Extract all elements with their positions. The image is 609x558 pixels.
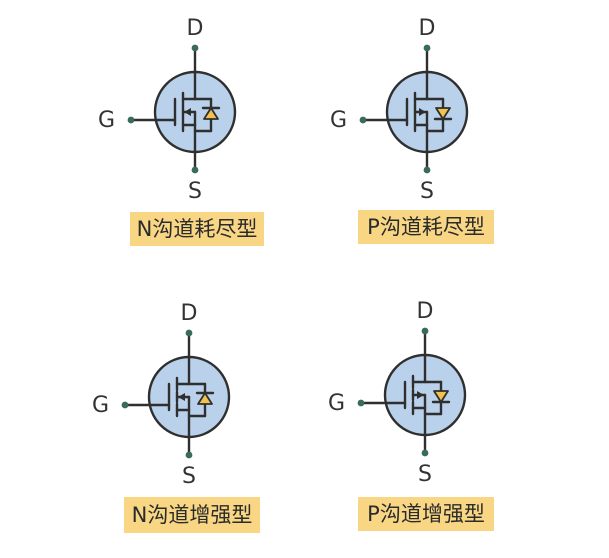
caption-label: N沟道增强型 [132, 503, 253, 527]
mosfet-symbol-1: D S G N沟道耗尽型 [98, 16, 264, 246]
caption-background [358, 210, 494, 244]
body-arrow [419, 108, 426, 116]
gate-terminal-dot [357, 399, 365, 407]
drain-terminal-dot [423, 44, 431, 52]
drain-terminal-dot [421, 327, 429, 335]
drain-label: D [181, 301, 198, 326]
diode-triangle [433, 390, 449, 403]
mosfet-symbol-4: D S G P沟道增强型 [328, 299, 494, 531]
gate-terminal-dot [121, 401, 129, 409]
source-label: S [188, 179, 202, 204]
diode-triangle [435, 107, 451, 120]
mosfet-symbol-2: D S G P沟道耗尽型 [330, 16, 494, 244]
source-label: S [420, 179, 434, 204]
body-arrow [417, 391, 424, 399]
drain-label: D [419, 16, 436, 41]
diode-triangle [203, 107, 219, 120]
drain-terminal-dot [185, 329, 193, 337]
caption-background [358, 497, 494, 531]
body-arrow [178, 393, 185, 401]
body-arrow [184, 108, 191, 116]
gate-terminal-dot [359, 116, 367, 124]
source-terminal-dot [185, 451, 193, 459]
caption-background [124, 497, 260, 533]
source-terminal-dot [423, 166, 431, 174]
gate-label: G [328, 391, 345, 416]
diode-triangle [197, 392, 213, 405]
gate-label: G [330, 108, 347, 133]
source-label: S [182, 464, 196, 489]
source-label: S [418, 462, 432, 487]
gate-label: G [98, 108, 115, 133]
mosfet-symbol-3: D S G N沟道增强型 [92, 301, 260, 533]
drain-terminal-dot [191, 44, 199, 52]
caption-background [130, 212, 264, 246]
source-terminal-dot [191, 166, 199, 174]
drain-label: D [187, 16, 204, 41]
caption-label: P沟道耗尽型 [367, 215, 485, 239]
gate-label: G [92, 393, 109, 418]
gate-terminal-dot [127, 116, 135, 124]
drain-label: D [417, 299, 434, 324]
caption-label: N沟道耗尽型 [137, 217, 258, 241]
caption-label: P沟道增强型 [367, 502, 485, 526]
source-terminal-dot [421, 449, 429, 457]
